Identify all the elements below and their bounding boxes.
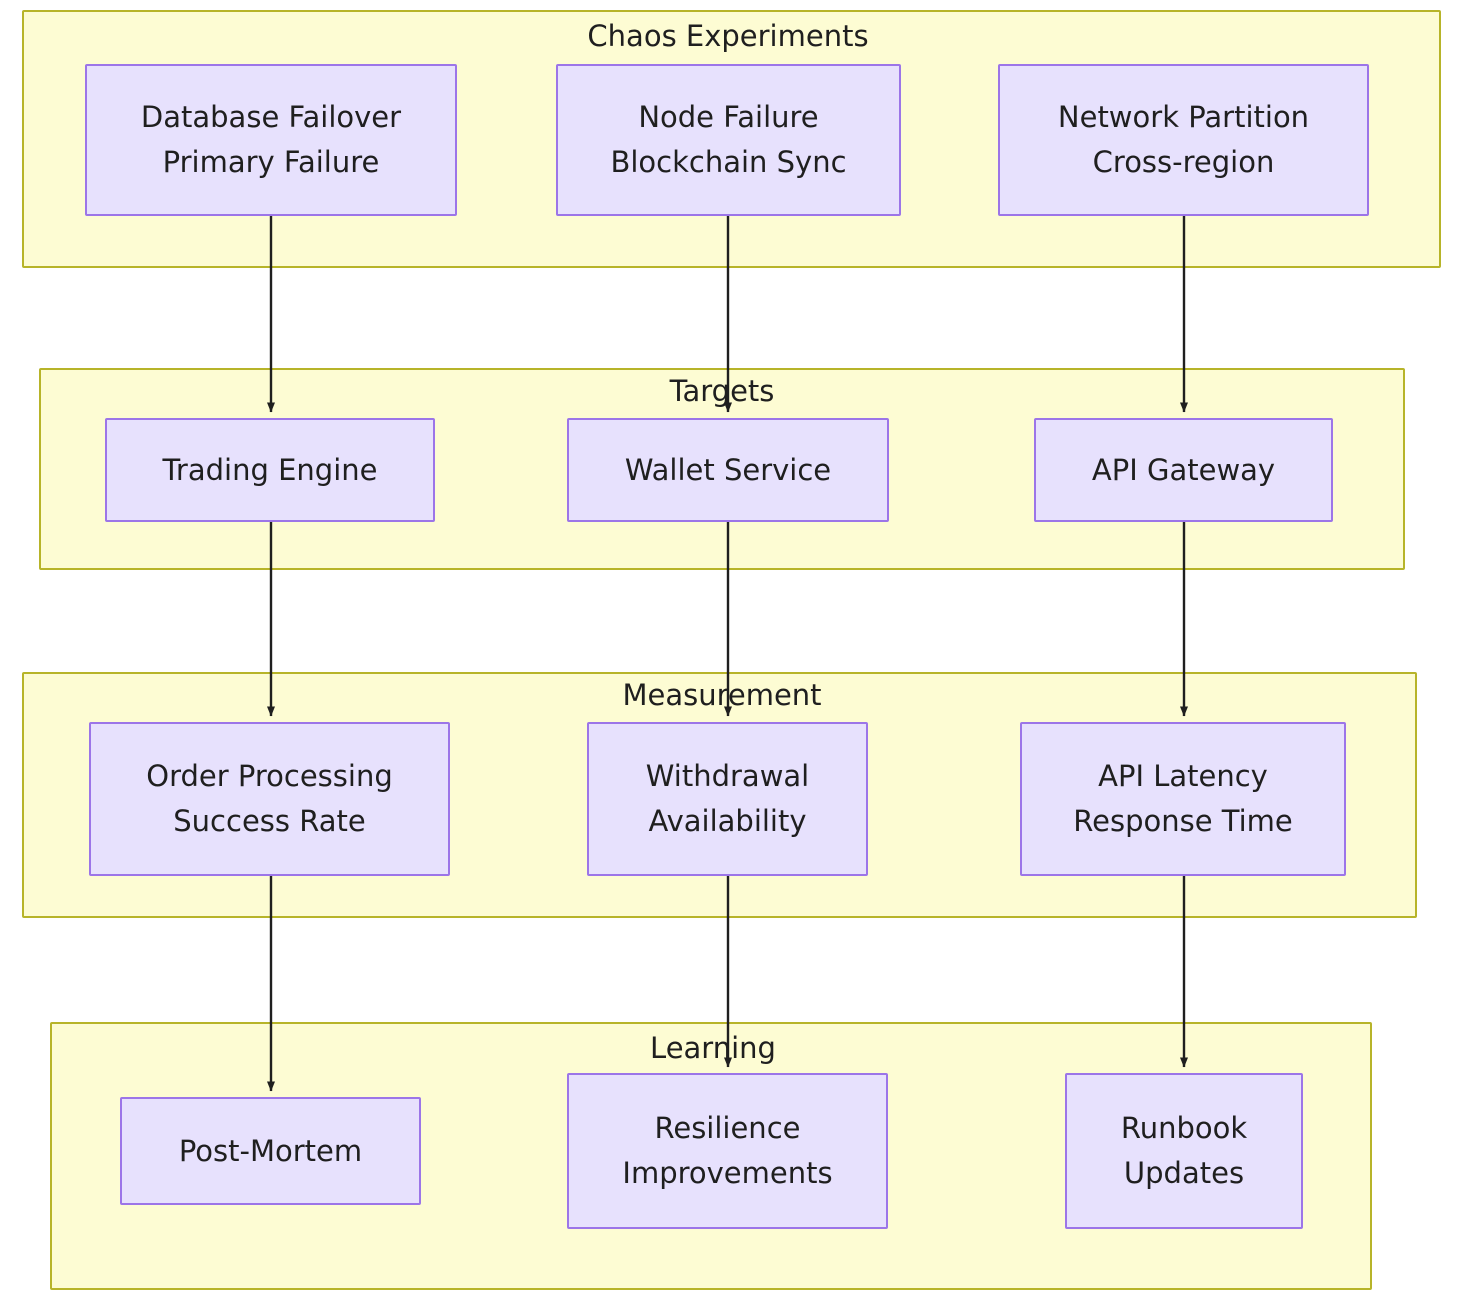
node-label-line: Resilience (654, 1111, 801, 1146)
cluster-title-measurement: Measurement (622, 678, 822, 712)
node-label-line: Wallet Service (624, 452, 832, 487)
node-label-line: API Latency (1098, 759, 1268, 794)
node-label-line: Availability (648, 804, 807, 838)
cluster-title-chaos-experiments: Chaos Experiments (587, 19, 869, 53)
node-label-line: Updates (1123, 1156, 1245, 1190)
node-label-line: Order Processing (146, 759, 393, 794)
node-label-line: Runbook (1120, 1111, 1248, 1146)
node-trading-engine[interactable]: Trading Engine (105, 418, 435, 522)
node-label-line: Improvements (622, 1156, 833, 1190)
node-label-line: Trading Engine (162, 452, 378, 487)
node-wallet-service[interactable]: Wallet Service (567, 418, 889, 522)
node-label-line: Blockchain Sync (610, 145, 847, 179)
node-label-line: Withdrawal (645, 759, 810, 794)
node-label-line: Cross-region (1092, 145, 1275, 179)
cluster-title-learning: Learning (650, 1031, 776, 1065)
node-label-line: Database Failover (140, 100, 402, 135)
node-label-line: Node Failure (638, 100, 819, 135)
node-label-line: Success Rate (173, 804, 366, 838)
node-label-line: Network Partition (1057, 100, 1310, 135)
node-api-gateway[interactable]: API Gateway (1034, 418, 1333, 522)
node-label-line: Response Time (1073, 804, 1293, 838)
node-label-line: Post-Mortem (178, 1133, 363, 1168)
node-label-line: Primary Failure (162, 145, 380, 179)
node-label-line: API Gateway (1091, 452, 1276, 487)
cluster-title-targets: Targets (669, 374, 775, 408)
node-post-mortem[interactable]: Post-Mortem (120, 1097, 421, 1205)
